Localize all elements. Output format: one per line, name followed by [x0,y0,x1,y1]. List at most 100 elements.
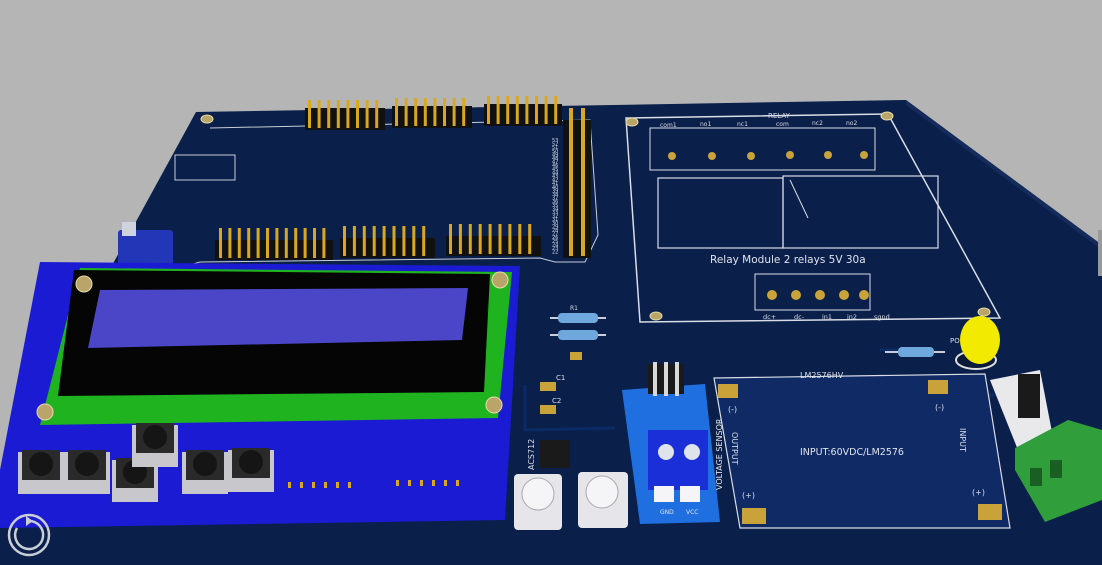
lm-output-label: OUTPUT [730,432,739,465]
keypad-button[interactable] [18,450,64,494]
header-pin [392,226,396,256]
lcd-screen [88,288,468,348]
header-pin [352,226,356,256]
header-pin [219,228,222,258]
header-pin [487,96,490,124]
header-pin [362,226,366,256]
keypad-button[interactable] [182,450,228,494]
header-pin [506,96,510,124]
header-number-label: 32 [552,214,558,220]
header-number-label: 31 [552,217,558,223]
header-number-label: 51 [552,145,558,151]
header-pin [452,98,456,126]
header-pin [412,226,416,256]
rotate-view-icon[interactable] [6,512,52,558]
header-top-2 [392,106,472,128]
mounting-holes [200,111,991,321]
keypad-button[interactable] [228,448,274,492]
relay-module: RELAY com1 no1 nc1 com nc2 no2 Relay Mod… [625,112,1002,323]
header-pin [327,100,331,128]
header-pin [508,224,512,254]
header-pin [535,96,538,124]
trim-pot-left[interactable] [514,474,562,530]
viewport-edge-handle[interactable] [1098,230,1102,276]
power-switch[interactable] [990,370,1052,450]
header-pin [284,228,288,258]
arduino-outline [171,119,599,271]
header-pin [462,98,466,126]
header-pin [228,228,232,258]
resistor-r1: R1 [550,305,606,323]
header-pin [356,100,359,128]
header-number-label: 38 [552,192,558,198]
relay-pin-3: nc1 [737,121,748,128]
keypad-button[interactable] [132,423,178,467]
header-pin [303,228,307,258]
lm-plus-right: (+) [972,488,985,497]
header-number-label: 23 [552,246,558,252]
relay-term-5: sgnd [874,313,890,321]
trim-pot-right[interactable] [578,472,628,528]
header-pin [468,224,472,254]
header-pin [256,228,260,258]
header-number-label: 37 [552,196,558,202]
header-pin [375,100,379,128]
header-pin [498,224,502,254]
header-number-label: 33 [552,210,558,216]
keypad-gold-pins [288,480,459,488]
header-pin [443,98,446,126]
header-number-label: 46 [552,163,558,169]
lcd-hole-bl [36,403,54,421]
led-label: PO [950,337,960,345]
header-number-label: 27 [552,232,558,238]
header-pin [382,226,386,256]
header-number-label: 43 [552,174,558,180]
header-pin [294,228,298,258]
vs-label: VOLTAGE SENSOR [715,418,724,490]
acs712-label: ACS712 [527,439,536,470]
header-number-label: 48 [552,156,558,162]
header-pin [496,96,500,124]
header-number-label: 22 [552,250,558,256]
lcd-hole-br [485,396,503,414]
lm-caption: INPUT:60VDC/LM2576 [800,447,904,458]
header-pin [478,224,482,254]
header-pin [433,98,437,126]
keypad-buttons[interactable] [18,423,274,502]
relay-pin-6: no2 [846,120,857,127]
relay-term-3: in1 [822,313,832,321]
r1-label: R1 [570,305,578,312]
lm-title: LM2576HV [800,371,844,380]
keypad-button[interactable] [64,450,110,494]
header-pin [402,226,406,256]
header-number-label: 45 [552,167,558,173]
header-number-label: 41 [552,181,558,187]
lcd-contrast-pot[interactable] [118,222,173,270]
lm-minus-left: (-) [728,405,737,414]
header-top-3 [484,104,562,126]
header-number-label: 26 [552,235,558,241]
header-pin [528,224,532,254]
relay-pin-5: nc2 [812,120,823,127]
header-pin [313,228,316,258]
header-pin [395,98,398,126]
header-pin [525,96,529,124]
header-pin [317,100,321,128]
header-number-label: 36 [552,199,558,205]
header-number-label: 44 [552,170,558,176]
header-number-label: 52 [552,142,558,148]
lcd-hole-tl [75,275,93,293]
header-pin [449,224,452,254]
header-pin [275,228,279,258]
header-pin [308,100,311,128]
lm-input-label: INPUT [958,428,967,452]
relay-term-2: dc- [794,313,805,321]
header-pin [237,228,241,258]
c1-label: C1 [556,374,565,382]
header-pin [423,98,427,126]
lm-plus-left: (+) [742,491,755,500]
header-number-label: 53 [552,138,558,144]
screw-terminal-block[interactable] [1015,420,1102,522]
